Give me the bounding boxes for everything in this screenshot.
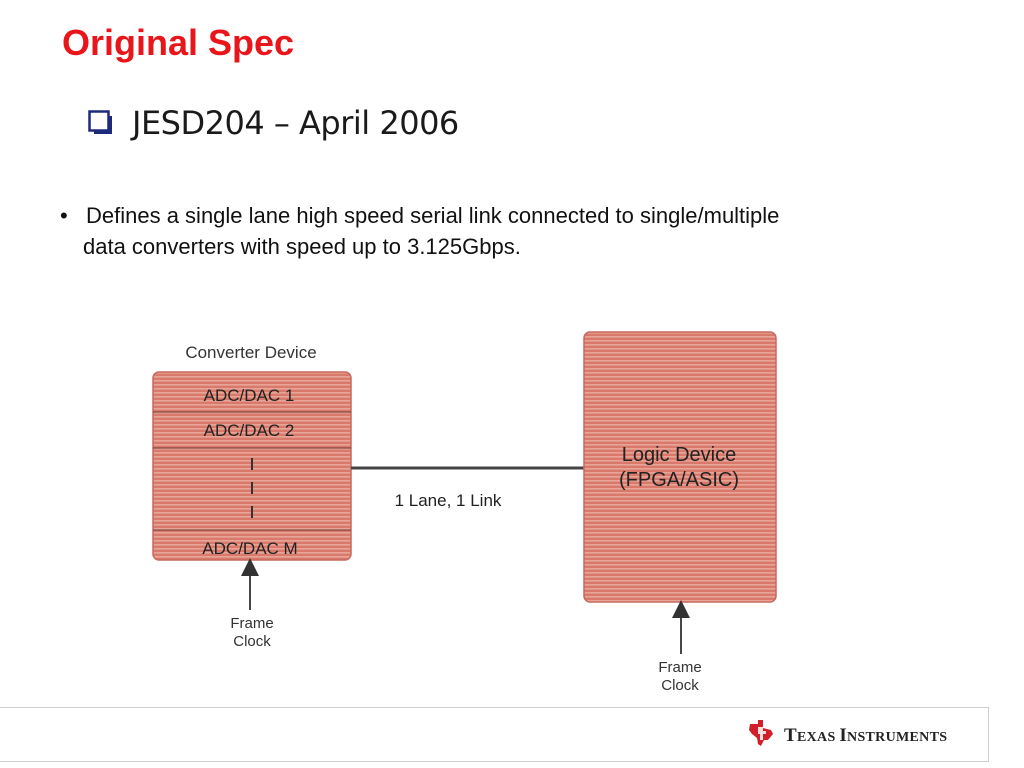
bullet-marker: • [60, 203, 68, 228]
slide-title: Original Spec [62, 22, 295, 63]
logic-device-label-line2: (FPGA/ASIC) [619, 469, 739, 491]
checkbox-bullet-icon [88, 110, 114, 136]
converter-frame-clock-line2: Clock [233, 633, 271, 650]
logic-frame-clock-line1: Frame [658, 659, 701, 676]
texas-state-icon [746, 718, 776, 753]
subheading: JESD204 – April 2006 [88, 100, 459, 146]
converter-frame-clock-line1: Frame [230, 615, 273, 632]
converter-device-label: Converter Device [185, 343, 316, 362]
footer-bar [0, 707, 989, 762]
bullet-text-line1: Defines a single lane high speed serial … [86, 203, 780, 228]
subheading-text: JESD204 – April 2006 [132, 104, 459, 142]
logic-frame-clock-line2: Clock [661, 677, 699, 694]
adc-dac-m-label: ADC/DAC M [202, 539, 297, 558]
logic-device-box [583, 331, 777, 603]
link-label: 1 Lane, 1 Link [395, 491, 502, 510]
texas-instruments-wordmark: TEXAS INSTRUMENTS [784, 724, 948, 746]
bullet-text-line2: data converters with speed up to 3.125Gb… [83, 234, 521, 259]
bullet-paragraph: • Defines a single lane high speed seria… [60, 200, 920, 262]
adc-dac-1-label: ADC/DAC 1 [204, 386, 295, 405]
adc-dac-2-label: ADC/DAC 2 [204, 421, 295, 440]
logic-device-label-line1: Logic Device [622, 444, 737, 466]
texas-instruments-logo: TEXAS INSTRUMENTS [746, 718, 947, 753]
